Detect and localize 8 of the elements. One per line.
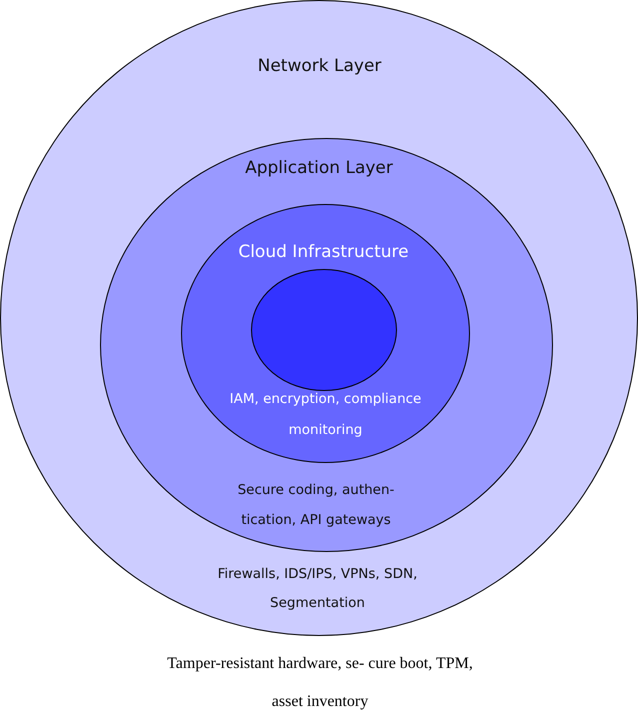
layer-description: IAM, encryption, compliance monitoring [228, 390, 422, 440]
layer-description: Firewalls, IDS/IPS, VPNs, SDN, Segmentation [216, 564, 418, 612]
layer-title: Network Layer [256, 54, 382, 78]
layer-title: Cloud Infrastructure [237, 240, 410, 264]
layer-description: Secure coding, authen- tication, API gateways [236, 481, 396, 530]
layer-title: Application Layer [244, 157, 394, 180]
caption-note: Tamper-resistant hardware, se- cure boot, TPM, asset inventory [166, 654, 474, 712]
network-layer-ring [0, 0, 638, 636]
